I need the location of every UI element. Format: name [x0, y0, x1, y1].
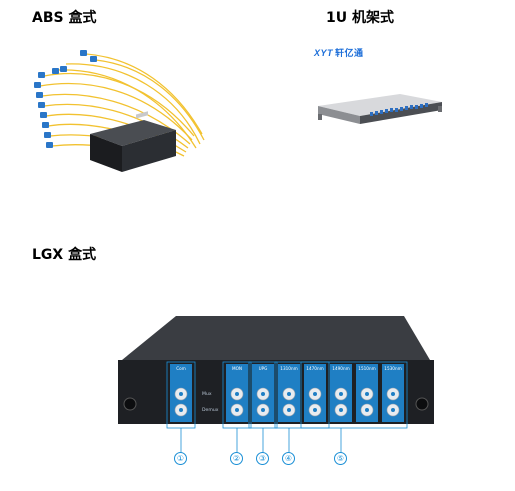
abs-module-body [90, 111, 176, 172]
abs-box-image [26, 48, 216, 188]
lgx-box-image: Com MON UPG 1310nm 1470nm 1490nm 1510nm … [112, 306, 442, 478]
lgx-illustration [118, 316, 434, 452]
port-tag-upg: UPG [258, 366, 268, 371]
callout-3: ③ [256, 452, 269, 465]
rack-mount-label: 1U 机架式 [326, 10, 394, 26]
fiber-connectors [34, 50, 97, 148]
right-thumbscrew [415, 397, 429, 411]
port-tag-1490nm: 1490nm [332, 366, 350, 371]
lgx-top-cover [122, 316, 430, 360]
port-tag-1470nm: 1470nm [306, 366, 324, 371]
lc-adapter-cores [179, 392, 395, 412]
callout-1: ① [174, 452, 187, 465]
mux-side-label: Mux [202, 392, 212, 397]
port-tag-mon: MON [231, 366, 243, 371]
port-tag-1310nm: 1310nm [280, 366, 298, 371]
abs-box-illustration [34, 50, 205, 172]
rack-illustration [318, 94, 442, 124]
callout-leader-lines [180, 428, 342, 452]
port-tag-1530nm: 1530nm [384, 366, 402, 371]
callout-4: ④ [282, 452, 295, 465]
left-thumbscrew [123, 397, 137, 411]
rack-front-ports [370, 103, 428, 116]
port-tag-com: Com [176, 366, 186, 371]
callout-5: ⑤ [334, 452, 347, 465]
abs-box-label: ABS 盒式 [32, 10, 97, 26]
port-tag-1510nm: 1510nm [358, 366, 376, 371]
callout-2: ② [230, 452, 243, 465]
lgx-box-label: LGX 盒式 [32, 247, 97, 263]
demux-side-label: Demux [202, 408, 219, 413]
